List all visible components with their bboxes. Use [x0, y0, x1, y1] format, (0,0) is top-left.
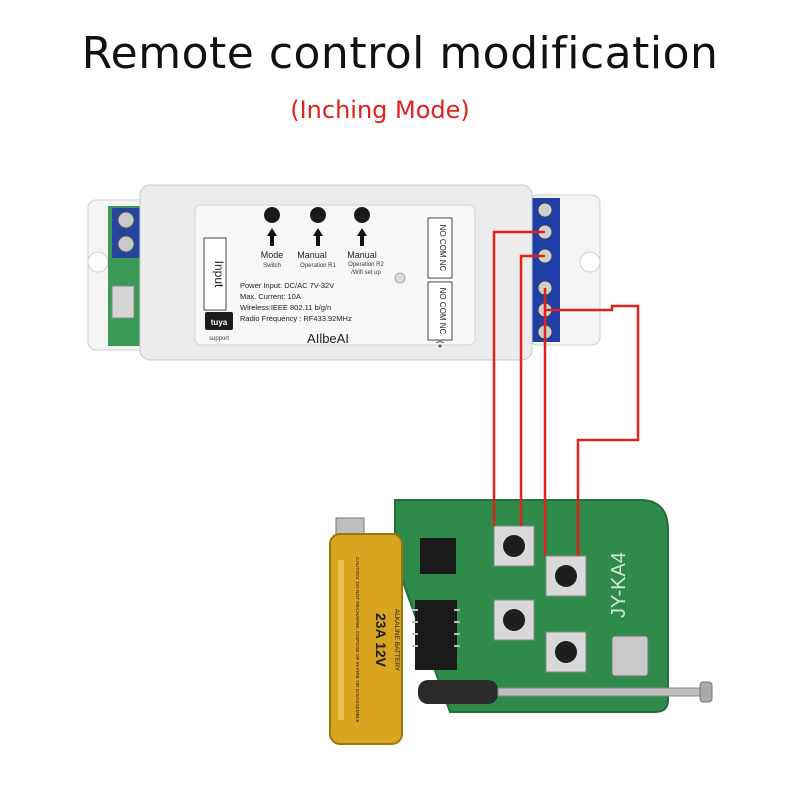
wire-2	[519, 254, 545, 526]
battery-type: ALKALINE BATTERY	[393, 609, 400, 672]
input-label-box	[203, 237, 227, 311]
remote-control: JY-KA4	[329, 499, 713, 745]
usb-port	[111, 285, 135, 319]
relay-label-box-2	[427, 281, 453, 341]
relay-label-2: NO COM NC	[438, 288, 447, 335]
button-arrows	[267, 228, 367, 246]
wire-4	[545, 304, 640, 556]
remote-model: JY-KA4	[608, 552, 630, 618]
relay-label-1: NO COM NC	[438, 225, 447, 272]
r2-label: Manual	[347, 250, 377, 260]
relay-label-box-1	[427, 217, 453, 279]
crystal-oscillator	[611, 635, 649, 677]
mode-label: Mode	[261, 250, 284, 260]
relay-module: Input Mode Switch Manual Operation R1 Ma…	[87, 184, 601, 361]
tuya-text: tuya	[211, 318, 228, 327]
page-title: Remote control modification	[81, 28, 719, 79]
brand-label: AIlbeAI	[307, 331, 349, 346]
r1-button	[310, 207, 326, 223]
battery-caution: CAUTION: DO NOT RECHARGE, DISPOSE OF IN …	[354, 557, 360, 722]
spec-line-1: Power Input: DC/AC 7V-32V	[240, 281, 334, 290]
status-led	[394, 272, 406, 284]
mount-hole-right	[579, 251, 601, 273]
spec-line-4: Radio Frequency : RF433.92MHz	[240, 314, 352, 323]
tuya-logo	[205, 312, 233, 330]
mount-hole-left	[87, 251, 109, 273]
battery-voltage: 23A 12V	[373, 613, 389, 668]
input-screw-2	[117, 235, 135, 253]
battery-body	[329, 533, 403, 745]
module-panel	[194, 204, 476, 346]
r2-sublabel: Operation R2	[348, 262, 384, 268]
wiring	[492, 230, 640, 556]
ic-chip-main	[415, 600, 457, 670]
spec-line-3: Wireless:IEEE 802.11 b/g/n	[240, 303, 331, 312]
wifi-setup-label: /Wifi set up	[351, 270, 381, 276]
input-screw-1	[117, 211, 135, 229]
support-text: support	[209, 336, 229, 342]
input-label: Input	[212, 261, 226, 288]
r1-sublabel: Operation R1	[300, 263, 336, 269]
r1-label: Manual	[297, 250, 327, 260]
battery: 23A 12V ALKALINE BATTERY CAUTION: DO NOT…	[329, 517, 403, 745]
antenna-coil	[418, 680, 498, 704]
antenna-rod	[497, 687, 709, 697]
wire-1	[492, 230, 545, 526]
antenna-tip	[699, 681, 713, 703]
mode-button	[264, 207, 280, 223]
ic-pins	[412, 609, 460, 647]
ic-chip-top	[420, 538, 456, 574]
r2-button	[354, 207, 370, 223]
mode-sublabel: Switch	[263, 263, 281, 269]
spec-line-2: Max. Current: 10A	[240, 292, 301, 301]
battery-highlight	[338, 560, 344, 720]
remote-buttons	[493, 525, 587, 673]
page-subtitle: (Inching Mode)	[290, 96, 470, 124]
